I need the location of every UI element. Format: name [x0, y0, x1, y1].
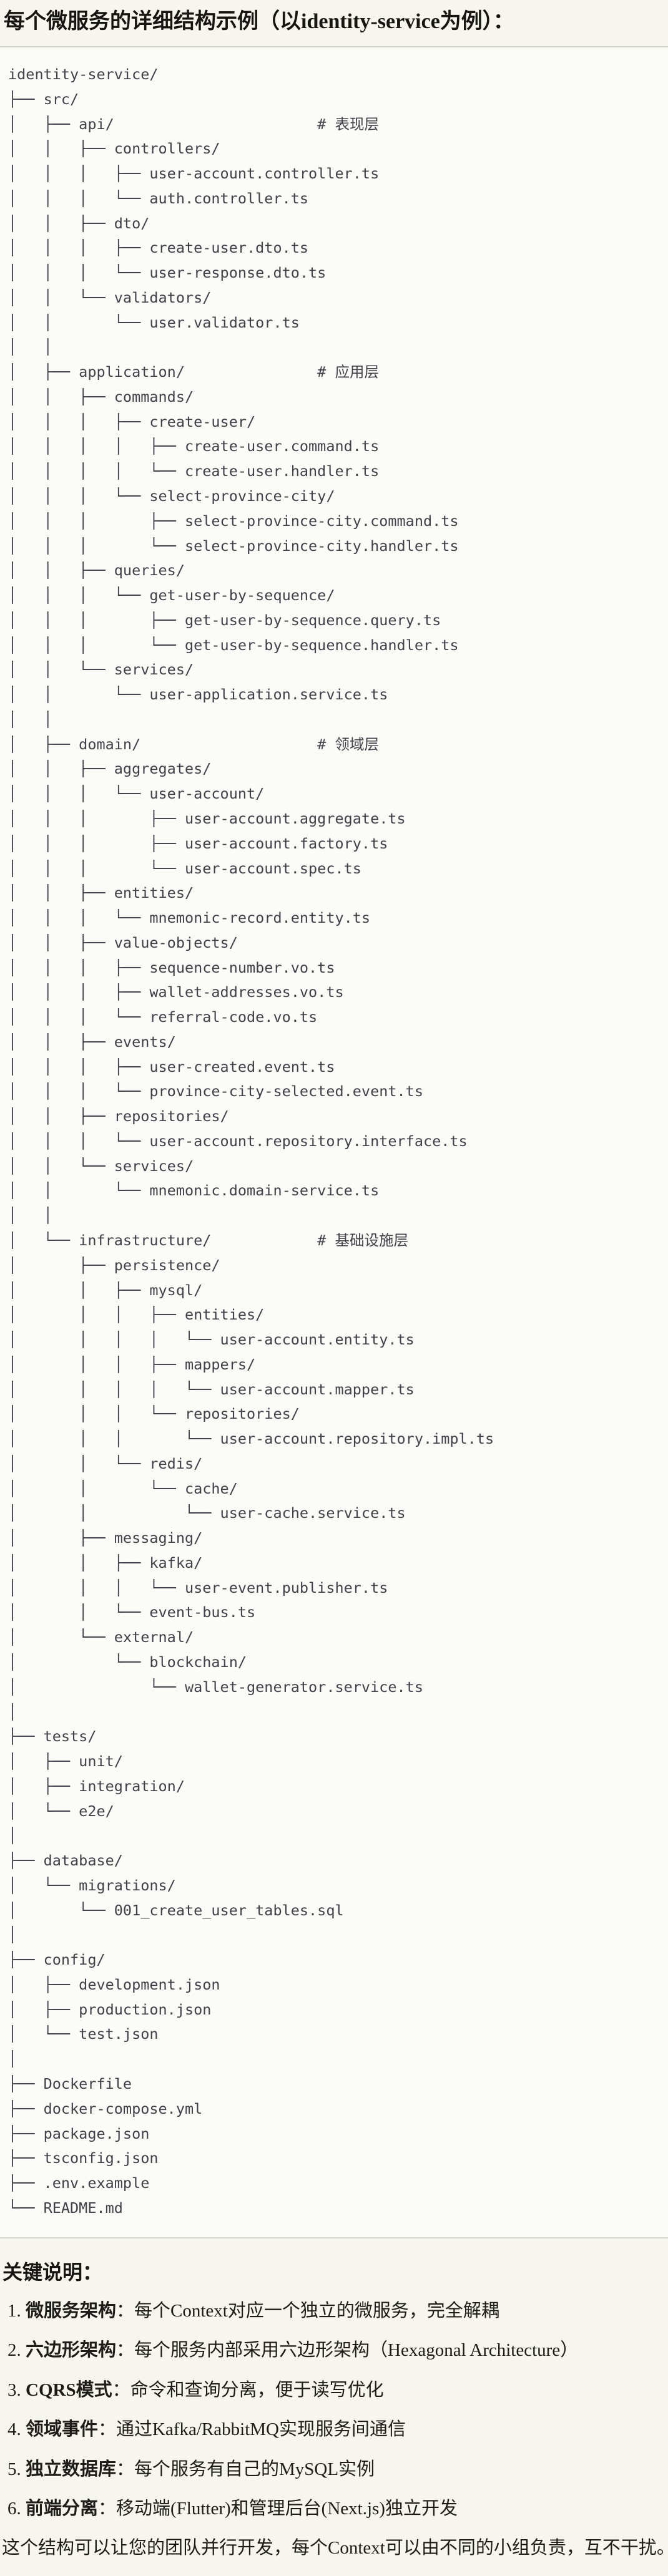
item-label: 独立数据库 — [26, 2459, 117, 2479]
notes-heading: 关键说明： — [2, 2260, 103, 2283]
list-item: 3. CQRS模式：命令和查询分离，便于读写优化 — [0, 2371, 668, 2411]
item-label: 六边形架构 — [26, 2340, 117, 2361]
item-text: ：每个服务内部采用六边形架构（Hexagonal Architecture） — [116, 2340, 579, 2361]
list-item: 5. 独立数据库：每个服务有自己的MySQL实例 — [0, 2450, 668, 2490]
item-label: 微服务架构 — [26, 2300, 117, 2321]
item-number: 6. — [7, 2499, 26, 2519]
page-title: 每个微服务的详细结构示例（以identity-service为例）： — [4, 10, 514, 33]
item-label: CQRS模式 — [26, 2379, 112, 2400]
list-item: 1. 微服务架构：每个Context对应一个独立的微服务，完全解耦 — [0, 2292, 668, 2331]
item-number: 4. — [7, 2419, 26, 2440]
item-text: ：移动端(Flutter)和管理后台(Next.js)独立开发 — [98, 2499, 458, 2519]
list-item: 6. 前端分离：移动端(Flutter)和管理后台(Next.js)独立开发 — [0, 2489, 668, 2529]
item-label: 前端分离 — [26, 2499, 99, 2519]
list-item: 4. 领域事件：通过Kafka/RabbitMQ实现服务间通信 — [0, 2410, 668, 2450]
item-number: 2. — [7, 2340, 26, 2361]
item-text: ：命令和查询分离，便于读写优化 — [112, 2379, 384, 2400]
notes-list: 1. 微服务架构：每个Context对应一个独立的微服务，完全解耦 2. 六边形… — [0, 2292, 668, 2529]
item-text: ：每个Context对应一个独立的微服务，完全解耦 — [116, 2300, 499, 2321]
item-number: 1. — [7, 2300, 26, 2321]
file-tree: identity-service/ ├── src/ │ ├── api/ # … — [8, 66, 494, 2217]
item-text: ：通过Kafka/RabbitMQ实现服务间通信 — [98, 2419, 406, 2440]
summary-paragraph: 这个结构可以让您的团队并行开发，每个Context可以由不同的小组负责，互不干扰… — [2, 2537, 668, 2558]
list-item: 2. 六边形架构：每个服务内部采用六边形架构（Hexagonal Archite… — [0, 2331, 668, 2371]
item-label: 领域事件 — [26, 2419, 99, 2440]
item-number: 5. — [7, 2459, 26, 2479]
item-number: 3. — [7, 2379, 26, 2400]
item-text: ：每个服务有自己的MySQL实例 — [116, 2459, 375, 2479]
code-block: identity-service/ ├── src/ │ ├── api/ # … — [0, 46, 668, 2238]
